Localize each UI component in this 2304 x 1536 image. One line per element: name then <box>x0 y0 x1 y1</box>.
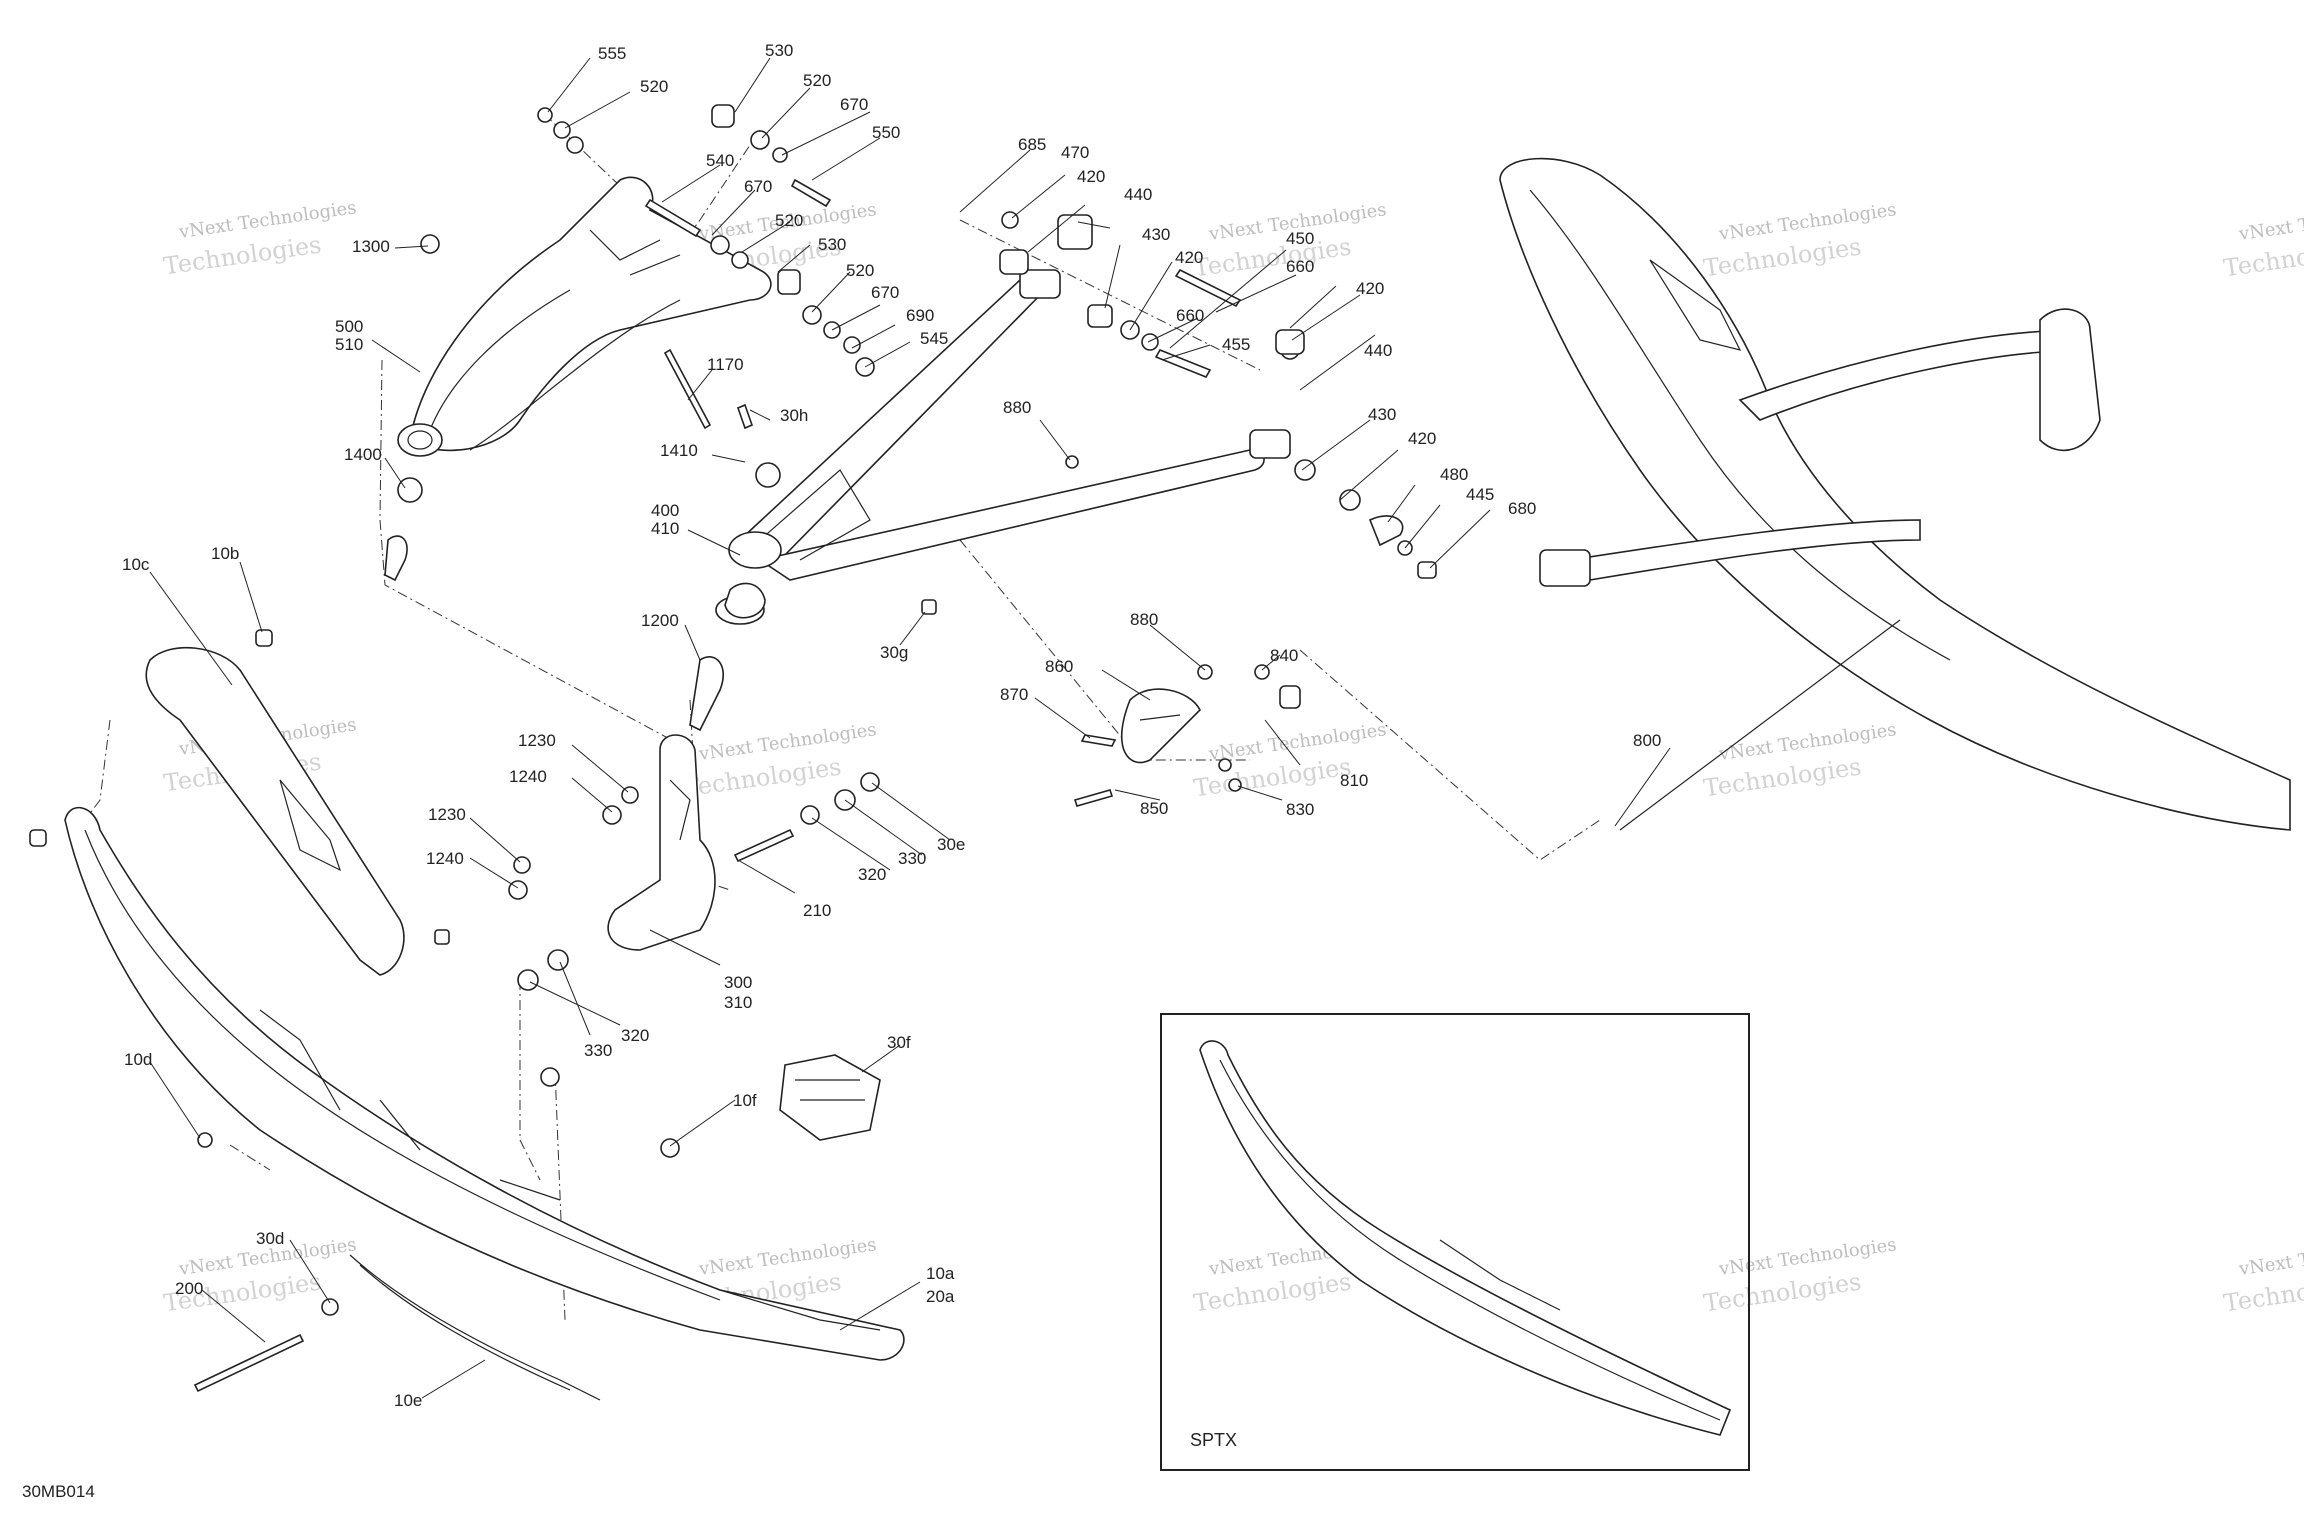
callout-label: 10e <box>394 1391 422 1410</box>
callout-label: 320 <box>858 865 886 884</box>
hardware <box>29 104 1437 1393</box>
callout-label: 1400 <box>344 445 382 464</box>
callout-label: 520 <box>803 71 831 90</box>
callout-label: 1240 <box>509 767 547 786</box>
callout-label: 20a <box>926 1287 955 1306</box>
callout-label: 440 <box>1364 341 1392 360</box>
callout-label: 1230 <box>518 731 556 750</box>
inset-ski <box>1199 1040 1732 1436</box>
callout-label: 1410 <box>660 441 698 460</box>
callout-label: 690 <box>906 306 934 325</box>
watermark-text: vNext Technologies <box>697 1234 878 1280</box>
callout-label: 520 <box>846 261 874 280</box>
callout-label: 520 <box>640 77 668 96</box>
callout-label: 200 <box>175 1279 203 1298</box>
callout-label: 30g <box>880 643 908 662</box>
callout-label: 300 <box>724 973 752 992</box>
callout-label: 840 <box>1270 646 1298 665</box>
callout-label: 530 <box>818 235 846 254</box>
callout-label: 685 <box>1018 135 1046 154</box>
callout-label: 1200 <box>641 611 679 630</box>
lower-a-arm <box>728 269 1291 581</box>
leader-lines <box>149 57 1671 1399</box>
ski-leg <box>145 646 405 976</box>
callout-label: 670 <box>840 95 868 114</box>
callout-label: 540 <box>706 151 734 170</box>
callout-label: 480 <box>1440 465 1468 484</box>
callout-label: 10f <box>733 1091 757 1110</box>
callout-label: 800 <box>1633 731 1661 750</box>
bumper-block <box>779 1054 881 1141</box>
callout-label: 420 <box>1175 248 1203 267</box>
inset-label: SPTX <box>1190 1430 1238 1450</box>
callout-label: 210 <box>803 901 831 920</box>
callout-label: 450 <box>1286 229 1314 248</box>
callout-label: 420 <box>1356 279 1384 298</box>
inset-frame: SPTX <box>1160 1013 1750 1471</box>
watermark-text: vNext Technologies <box>2237 199 2304 245</box>
callout-labels: 555 530 520 520 670 550 540 670 520 530 … <box>122 41 1661 1410</box>
callout-label: 550 <box>872 123 900 142</box>
watermark-text: vNext Technologies <box>1717 719 1898 765</box>
callout-label: 860 <box>1045 657 1073 676</box>
callout-label: 510 <box>335 335 363 354</box>
callout-label: 660 <box>1176 306 1204 325</box>
runner <box>349 1254 601 1401</box>
callout-label: 530 <box>765 41 793 60</box>
callout-label: 310 <box>724 993 752 1012</box>
callout-label: 330 <box>898 849 926 868</box>
callout-label: 830 <box>1286 800 1314 819</box>
callout-label: 10b <box>211 544 239 563</box>
callout-label: 660 <box>1286 257 1314 276</box>
callout-label: 400 <box>651 501 679 520</box>
callout-label: 555 <box>598 44 626 63</box>
watermark-text: vNext Technologies <box>1717 199 1898 245</box>
callout-label: 1240 <box>426 849 464 868</box>
callout-label: 430 <box>1142 225 1170 244</box>
callout-label: 680 <box>1508 499 1536 518</box>
callout-label: 320 <box>621 1026 649 1045</box>
callout-label: 30d <box>256 1229 284 1248</box>
callout-label: 870 <box>1000 685 1028 704</box>
watermark-text: vNext Technologies <box>2237 1234 2304 1280</box>
callout-label: 455 <box>1222 335 1250 354</box>
callout-label: 880 <box>1003 398 1031 417</box>
callout-label: 850 <box>1140 799 1168 818</box>
watermark-text: vNext Technologies <box>177 197 358 243</box>
assembled-suspension <box>1499 157 2291 831</box>
callout-label: 420 <box>1408 429 1436 448</box>
callout-label: 430 <box>1368 405 1396 424</box>
callout-label: 670 <box>744 177 772 196</box>
callout-label: 520 <box>775 211 803 230</box>
callout-label: 470 <box>1061 143 1089 162</box>
callout-label: 880 <box>1130 610 1158 629</box>
diagram-code: 30MB014 <box>22 1482 95 1501</box>
upper-a-arm <box>397 176 772 457</box>
callout-label: 10d <box>124 1050 152 1069</box>
callout-label: 670 <box>871 283 899 302</box>
callout-label: 10a <box>926 1264 955 1283</box>
callout-label: 330 <box>584 1041 612 1060</box>
callout-label: 440 <box>1124 185 1152 204</box>
callout-label: 545 <box>920 329 948 348</box>
callout-label: 30h <box>780 406 808 425</box>
steering-arm <box>1120 688 1201 764</box>
callout-label: 1300 <box>352 237 390 256</box>
callout-label: 30f <box>887 1033 911 1052</box>
main-ski <box>64 806 905 1361</box>
callout-label: 500 <box>335 317 363 336</box>
callout-label: 810 <box>1340 771 1368 790</box>
callout-label: 445 <box>1466 485 1494 504</box>
callout-label: 10c <box>122 555 150 574</box>
watermark-text: vNext Technologies <box>697 719 878 765</box>
callout-label: 1230 <box>428 805 466 824</box>
watermark-text: vNext Technologies <box>1207 719 1388 765</box>
callout-label: 420 <box>1077 167 1105 186</box>
callout-label: 30e <box>937 835 965 854</box>
callout-label: 410 <box>651 519 679 538</box>
callout-label: 1170 <box>707 355 744 374</box>
